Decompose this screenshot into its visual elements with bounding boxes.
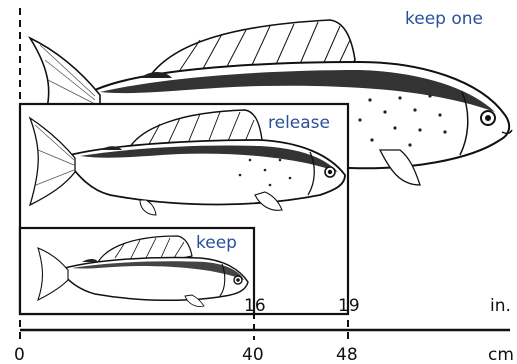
cm-tick-0: 0 — [14, 345, 25, 364]
label-keep: keep — [196, 233, 237, 253]
inch-unit-label: in. — [490, 296, 511, 316]
cm-tick-40: 40 — [242, 345, 264, 364]
inch-tick-19: 19 — [338, 296, 360, 316]
cm-tick-48: 48 — [336, 345, 358, 364]
label-keep-one: keep one — [405, 9, 483, 29]
cm-unit-label: cm — [488, 345, 514, 364]
label-release: release — [268, 113, 330, 133]
inch-tick-16: 16 — [244, 296, 266, 316]
